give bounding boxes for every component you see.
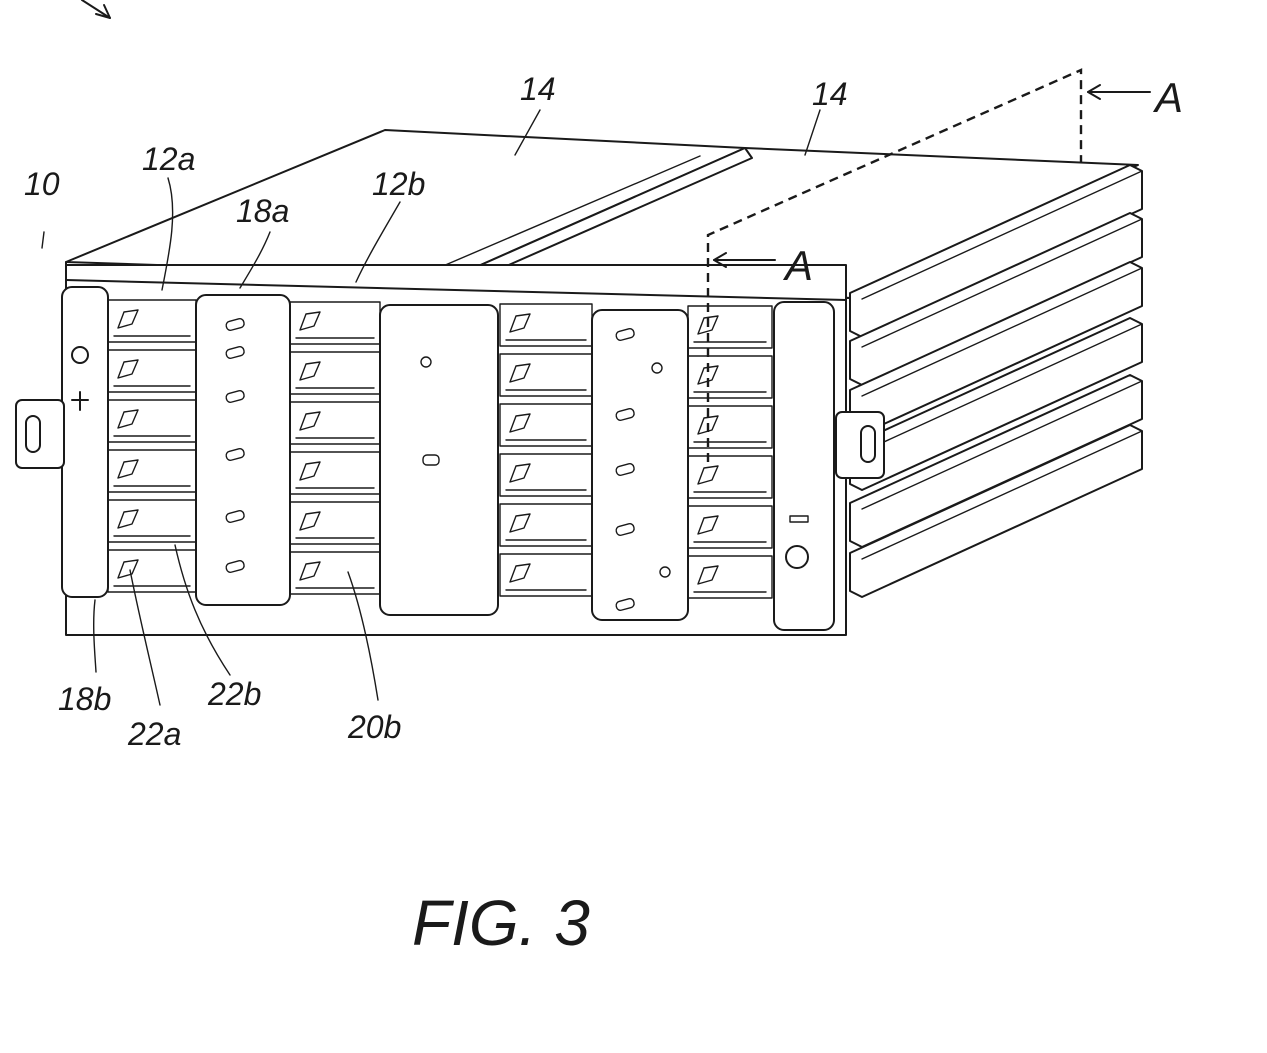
label-22b: 22b	[207, 676, 261, 712]
corner-arrow-icon	[82, 0, 110, 18]
label-18a: 18a	[236, 193, 289, 229]
bracket-left	[62, 287, 108, 597]
bracket-center	[380, 305, 498, 615]
label-10: 10	[24, 166, 60, 202]
ear-left	[16, 400, 64, 468]
ear-right	[836, 412, 884, 478]
label-14-left: 14	[520, 71, 556, 107]
label-18b: 18b	[58, 681, 111, 717]
figure-caption: FIG. 3	[412, 887, 590, 959]
label-20b: 20b	[347, 709, 401, 745]
bracket-18b	[774, 302, 834, 630]
section-marker-a-upper: A	[1152, 74, 1183, 121]
label-12b: 12b	[372, 166, 425, 202]
label-14-right: 14	[812, 76, 848, 112]
bracket-right	[592, 310, 688, 620]
label-22a: 22a	[127, 716, 181, 752]
section-marker-a-lower: A	[782, 242, 813, 289]
label-12a: 12a	[142, 141, 195, 177]
